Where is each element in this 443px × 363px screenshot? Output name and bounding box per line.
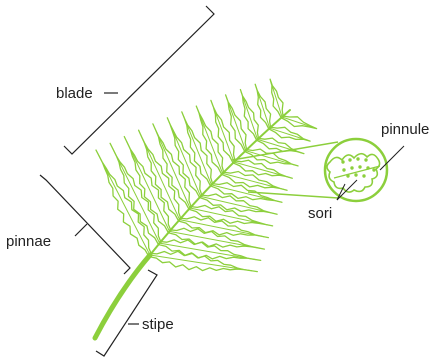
brackets [40,6,214,356]
pinna-midrib [141,135,180,220]
pinna-midrib [227,98,246,151]
pinnae-leader [75,224,87,236]
sorus-dot [350,166,353,169]
fern-frond [95,79,317,338]
magnifier-circle [325,139,387,201]
pinna-midrib [256,87,270,129]
label-pinnule: pinnule [381,121,429,138]
pinna-midrib [258,139,302,153]
pinna-midrib [212,104,234,163]
pinnae-group [96,79,317,271]
sorus-dot [341,160,344,163]
sorus-dot [354,173,357,176]
sorus-dot [348,158,351,161]
pinna [150,251,258,271]
sorus-dot [342,168,345,171]
sorus-dot [358,165,361,168]
sorus-dot [346,174,349,177]
pinna [159,240,260,261]
label-blade: blade [56,85,93,102]
pinna-midrib [198,110,223,174]
label-pinnae: pinnae [6,233,51,250]
sorus-dot [356,157,359,160]
pinna-midrib [155,128,190,208]
label-stipe: stipe [142,316,174,333]
label-sori: sori [308,205,332,222]
sorus-dot [362,174,365,177]
pinna-midrib [99,155,150,255]
sorus-dot [366,166,369,169]
sorus-dot [372,168,375,171]
sorus-dot [364,158,367,161]
